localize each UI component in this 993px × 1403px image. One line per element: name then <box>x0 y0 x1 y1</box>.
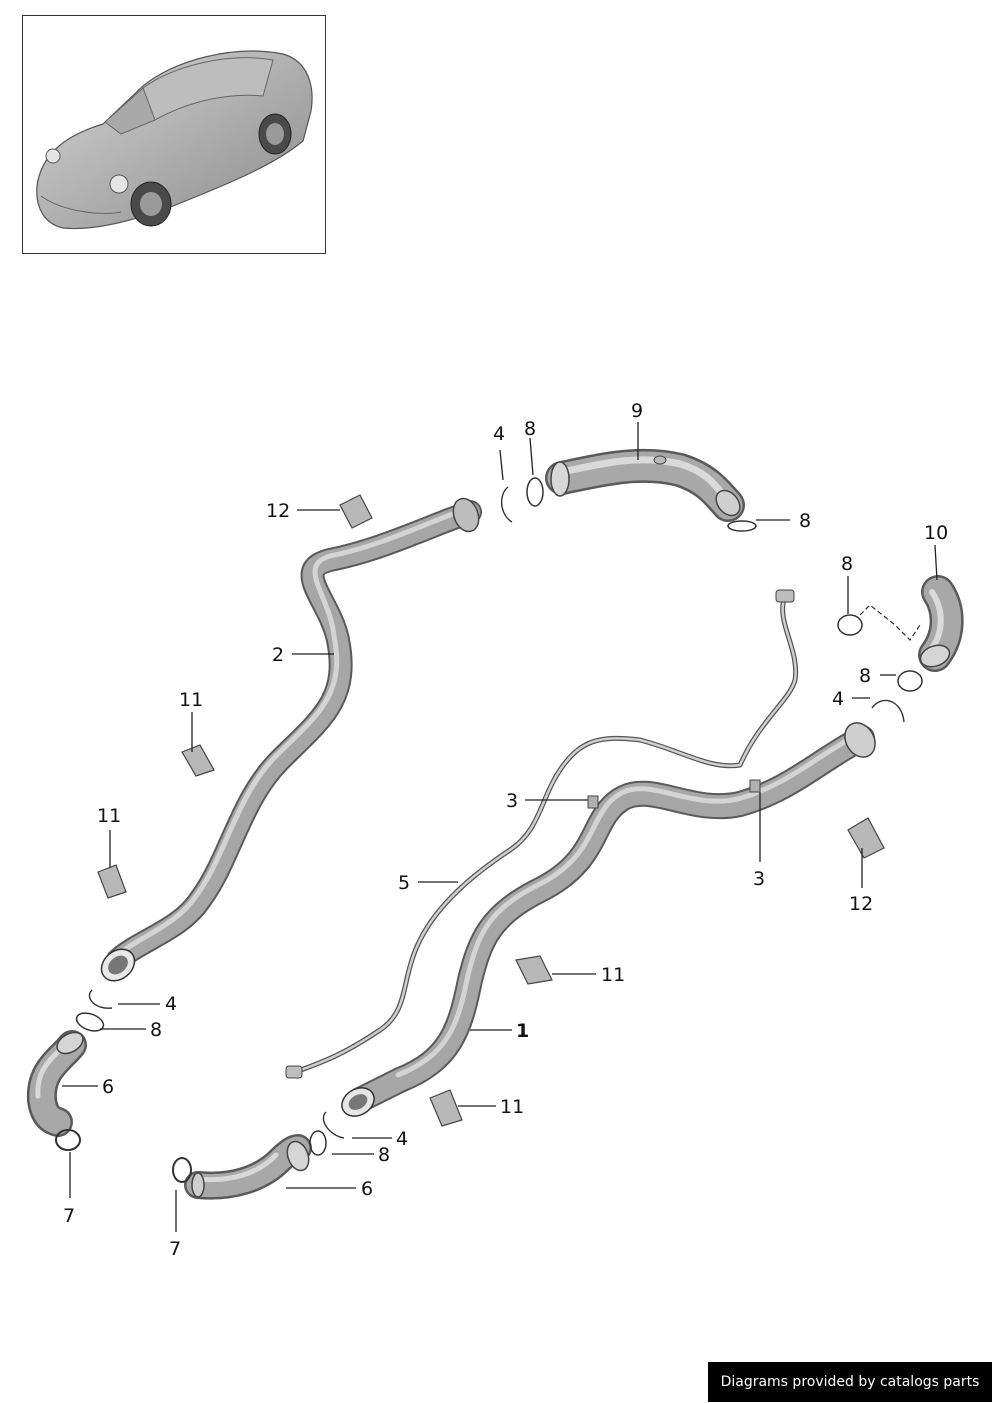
o-ring-part-8-a <box>526 477 544 507</box>
vehicle-thumbnail <box>22 15 326 254</box>
label-part-4-a: 4 <box>493 423 505 445</box>
label-part-11-d: 11 <box>500 1096 524 1118</box>
o-ring-part-8-e <box>75 1012 105 1032</box>
label-part-8-a: 8 <box>524 418 536 440</box>
label-part-12-b: 12 <box>849 893 873 915</box>
part-labels: 1 2 3 3 4 4 4 4 5 6 6 7 7 8 8 8 8 8 8 9 … <box>63 400 948 1260</box>
label-part-11-a: 11 <box>179 689 203 711</box>
clip-part-12-right <box>847 817 885 859</box>
label-part-11-b: 11 <box>97 805 121 827</box>
label-part-6-b: 6 <box>361 1178 373 1200</box>
spring-clip-part-4-a <box>501 486 513 523</box>
clip-part-11-c <box>515 955 553 985</box>
label-part-6-a: 6 <box>102 1076 114 1098</box>
clip-part-3-b <box>749 779 761 793</box>
label-part-7-b: 7 <box>169 1238 181 1260</box>
label-part-4-c: 4 <box>165 993 177 1015</box>
hose-part-10 <box>918 575 964 672</box>
label-part-3-b: 3 <box>753 868 765 890</box>
label-part-8-f: 8 <box>378 1144 390 1166</box>
hose-part-9 <box>545 448 745 522</box>
clip-part-11-b <box>97 864 127 899</box>
hose-clamp-part-7-b <box>172 1157 192 1183</box>
leader-lines <box>62 422 938 1232</box>
pipe-part-5 <box>285 589 799 1079</box>
hose-part-6-bottom <box>184 1134 312 1200</box>
clip-part-11-a <box>181 744 215 777</box>
o-ring-part-8-d <box>897 670 923 692</box>
label-part-7-a: 7 <box>63 1205 75 1227</box>
spring-clip-part-4-b <box>871 699 905 723</box>
label-part-11-c: 11 <box>601 964 625 986</box>
clip-part-12-top <box>339 494 373 529</box>
car-image <box>36 50 313 230</box>
label-part-12-a: 12 <box>266 500 290 522</box>
label-part-1: 1 <box>516 1020 529 1042</box>
hose-part-1 <box>341 722 876 1117</box>
label-part-8-c: 8 <box>841 553 853 575</box>
label-part-5: 5 <box>398 872 410 894</box>
label-part-3-a: 3 <box>506 790 518 812</box>
label-part-9: 9 <box>631 400 643 422</box>
hose-part-6-left <box>26 1030 87 1137</box>
label-part-4-b: 4 <box>832 688 844 710</box>
assembly-guide-line <box>859 604 921 641</box>
clip-part-11-d <box>429 1089 463 1127</box>
label-part-8-d: 8 <box>859 665 871 687</box>
label-part-2: 2 <box>272 644 284 666</box>
label-part-8-e: 8 <box>150 1019 162 1041</box>
o-ring-part-8-f <box>309 1130 327 1156</box>
spring-clip-part-4-d <box>322 1111 345 1139</box>
spring-clip-part-4-c <box>88 989 113 1009</box>
credit-banner: Diagrams provided by catalogs parts <box>708 1362 992 1402</box>
hose-part-2 <box>100 497 482 982</box>
label-part-10: 10 <box>924 522 948 544</box>
label-part-4-d: 4 <box>396 1128 408 1150</box>
label-part-8-b: 8 <box>799 510 811 532</box>
hose-clamp-part-7-a <box>55 1129 81 1151</box>
o-ring-part-8-c <box>837 614 863 636</box>
clip-part-3-a <box>587 795 599 809</box>
o-ring-part-8-b <box>727 520 757 532</box>
